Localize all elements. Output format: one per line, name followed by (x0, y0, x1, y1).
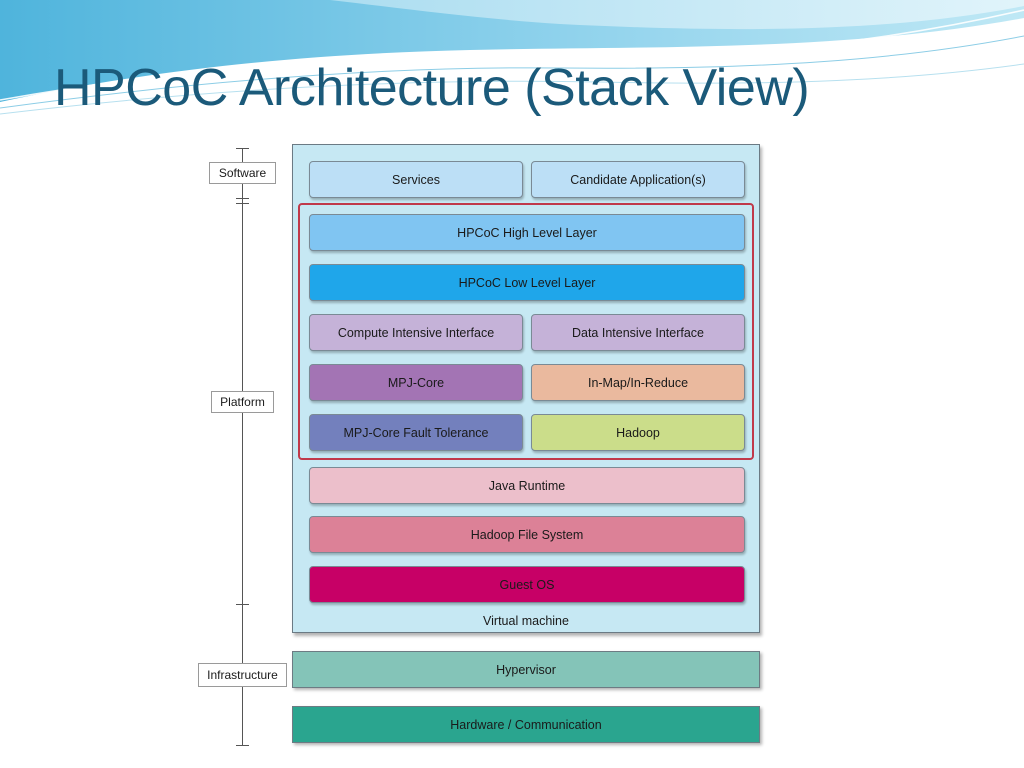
header-wave-decoration (0, 0, 1024, 115)
guest-os-layer: Guest OS (309, 566, 745, 603)
category-label-infrastructure: Infrastructure (198, 663, 287, 687)
virtual-machine-label: Virtual machine (483, 614, 569, 628)
axis-tick (236, 604, 249, 605)
hpcoc-low-level-layer: HPCoC Low Level Layer (309, 264, 745, 301)
hadoop-file-system-layer: Hadoop File System (309, 516, 745, 553)
axis-tick (236, 203, 249, 204)
hardware-communication-layer: Hardware / Communication (292, 706, 760, 743)
mpj-core-fault-tolerance-layer: MPJ-Core Fault Tolerance (309, 414, 523, 451)
hpcoc-high-level-layer: HPCoC High Level Layer (309, 214, 745, 251)
data-intensive-interface-layer: Data Intensive Interface (531, 314, 745, 351)
category-label-software: Software (209, 162, 276, 184)
category-label-platform: Platform (211, 391, 274, 413)
axis-tick (236, 198, 249, 199)
axis-line (242, 148, 243, 746)
services-layer: Services (309, 161, 523, 198)
java-runtime-layer: Java Runtime (309, 467, 745, 504)
page-title: HPCoC Architecture (Stack View) (54, 59, 810, 117)
mpj-core-layer: MPJ-Core (309, 364, 523, 401)
axis-tick (236, 745, 249, 746)
axis-tick (236, 148, 249, 149)
hypervisor-layer: Hypervisor (292, 651, 760, 688)
in-map-in-reduce-layer: In-Map/In-Reduce (531, 364, 745, 401)
compute-intensive-interface-layer: Compute Intensive Interface (309, 314, 523, 351)
candidate-applications-layer: Candidate Application(s) (531, 161, 745, 198)
hpcoc-layer-group (298, 203, 754, 460)
hadoop-layer: Hadoop (531, 414, 745, 451)
